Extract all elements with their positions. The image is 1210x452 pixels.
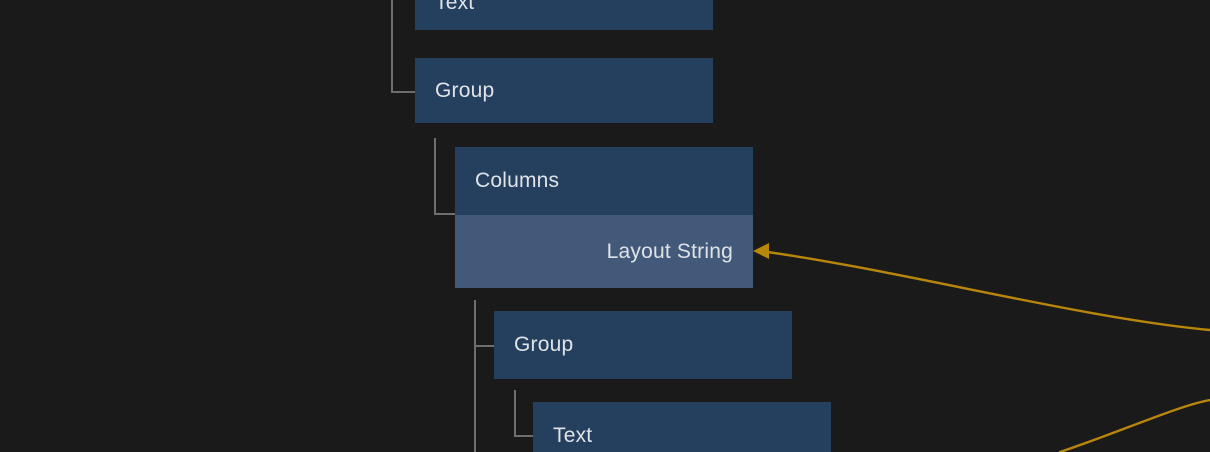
- node-label: Layout String: [606, 239, 733, 263]
- conn-trunk-1-vertical: [391, 0, 393, 93]
- node-label: Columns: [475, 169, 560, 192]
- node-group-1[interactable]: Group: [415, 58, 713, 123]
- edge-lower-right: [1058, 398, 1210, 452]
- node-label: Group: [435, 78, 495, 102]
- node-text-top[interactable]: Text: [415, 0, 713, 30]
- node-layout-string[interactable]: Layout String: [455, 215, 753, 288]
- node-label: Text: [435, 0, 475, 14]
- node-columns[interactable]: Columns: [455, 147, 753, 215]
- node-group-2[interactable]: Group: [494, 311, 792, 379]
- edge-to-layout-string-arrowhead: [753, 243, 769, 259]
- conn-trunk-4-elbow: [514, 435, 533, 437]
- edge-to-layout-string: [758, 249, 1210, 332]
- conn-trunk-2-vertical: [434, 138, 436, 215]
- conn-trunk-3-tee: [474, 345, 494, 347]
- node-text-bottom[interactable]: Text: [533, 402, 831, 452]
- conn-trunk-1-elbow: [391, 91, 415, 93]
- conn-trunk-2-elbow: [434, 213, 455, 215]
- conn-trunk-4-vertical: [514, 390, 516, 437]
- node-label: Text: [553, 424, 593, 447]
- conn-trunk-3-vertical: [474, 300, 476, 452]
- node-label: Group: [514, 333, 574, 356]
